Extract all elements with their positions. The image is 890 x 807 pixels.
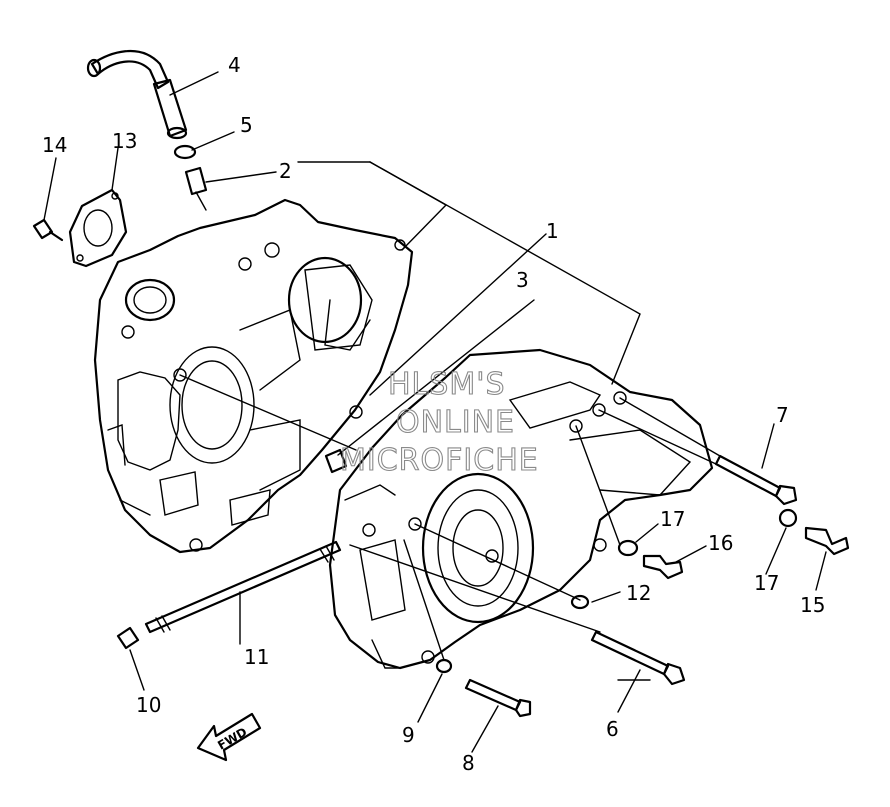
callout-17-lower: 17 <box>754 571 779 595</box>
dowel-pin <box>324 448 348 474</box>
callout-11: 11 <box>244 645 269 669</box>
callout-2: 2 <box>279 159 292 183</box>
callout-6: 6 <box>606 717 619 741</box>
callout-7: 7 <box>776 403 789 427</box>
washer-17-right <box>778 508 798 528</box>
bolt-7 <box>714 454 798 506</box>
o-ring <box>570 594 590 610</box>
hose-clip <box>173 144 197 160</box>
callout-15: 15 <box>800 593 825 617</box>
fwd-arrow-icon: FWD <box>196 712 262 762</box>
breather-hose <box>86 49 188 140</box>
callout-4: 4 <box>228 53 241 77</box>
watermark: HLSM'S ONLINE MICROFICHE <box>339 366 539 478</box>
bolt-6 <box>590 630 686 686</box>
callout-16: 16 <box>708 531 733 555</box>
plug-16 <box>642 554 684 580</box>
washer-17-lower <box>617 539 639 557</box>
collar <box>116 626 140 650</box>
callout-12: 12 <box>626 581 651 605</box>
callout-9: 9 <box>402 723 415 747</box>
cover-gasket <box>68 188 128 268</box>
long-stud-bolt <box>144 540 342 634</box>
bolt-14 <box>32 218 64 242</box>
right-crankcase-half <box>328 348 714 670</box>
callout-5: 5 <box>240 113 253 137</box>
watermark-line-3: MICROFICHE <box>340 443 539 478</box>
callout-1: 1 <box>546 219 559 243</box>
callout-10: 10 <box>136 693 161 717</box>
callout-8: 8 <box>462 751 475 775</box>
callout-17-upper: 17 <box>660 507 685 531</box>
callout-3: 3 <box>516 268 529 292</box>
leader-lines <box>43 71 827 753</box>
plug-15 <box>804 526 850 556</box>
callout-14: 14 <box>42 133 67 157</box>
alignment-lines <box>179 374 721 661</box>
callout-13: 13 <box>112 129 137 153</box>
watermark-line-2: ONLINE <box>396 405 515 440</box>
watermark-line-1: HLSM'S <box>388 367 506 402</box>
bolt-8 <box>464 678 532 718</box>
left-crankcase-half <box>93 198 414 554</box>
callout-numbers: 1 2 3 4 5 6 7 8 9 10 11 12 13 14 15 16 1… <box>42 53 825 775</box>
washer-9 <box>435 658 453 674</box>
breather-nipple <box>184 166 208 211</box>
